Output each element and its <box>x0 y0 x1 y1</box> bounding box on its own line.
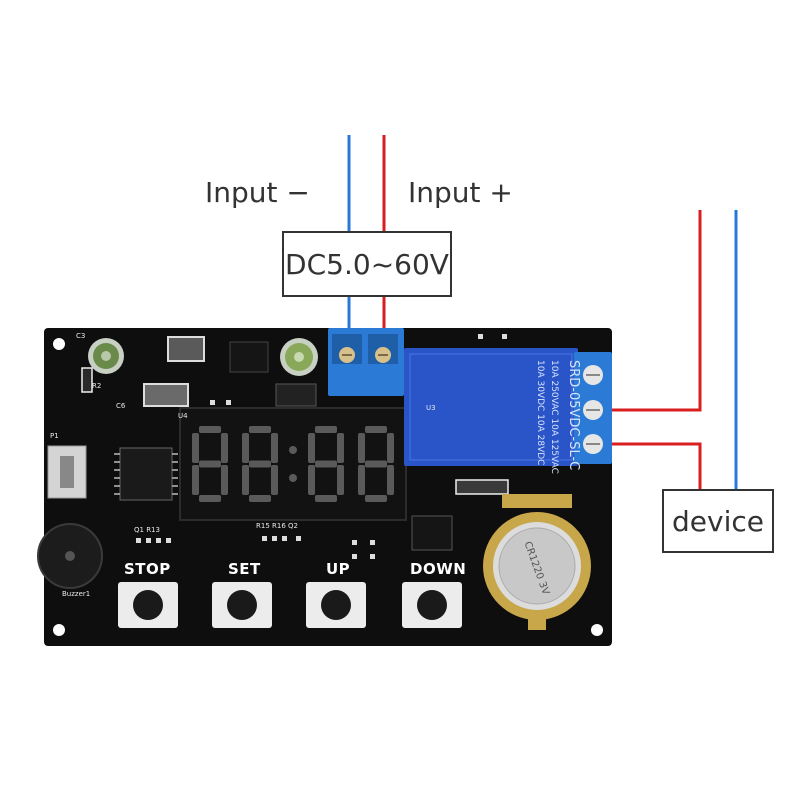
mounting-hole <box>53 624 65 636</box>
regulator-chip <box>229 341 269 373</box>
silk-c3: C3 <box>76 332 86 340</box>
digit-3-segment <box>315 460 337 468</box>
digit-2-segment <box>249 460 271 468</box>
silk-p1: P1 <box>50 432 59 440</box>
battery-text: CR1220 3V <box>522 540 551 596</box>
button-set-label: SET <box>228 560 261 578</box>
digit-1-segment <box>192 465 199 495</box>
digit-3-segment <box>337 433 344 463</box>
digit-4-segment <box>387 465 394 495</box>
button-up-label: UP <box>326 560 351 578</box>
digit-1-segment <box>221 433 228 463</box>
mounting-hole <box>591 624 603 636</box>
digit-4-segment <box>365 426 387 433</box>
buzzer-silk-label: Buzzer1 <box>62 590 91 598</box>
voltage-range-text: DC5.0~60V <box>285 247 449 281</box>
button-stop[interactable] <box>118 582 178 628</box>
inductor <box>167 336 205 362</box>
input-terminal-block <box>328 328 404 396</box>
silk-r15: R15 R16 Q2 <box>256 522 298 530</box>
relay-model-text: SRD-05VDC-SL-C <box>566 360 581 470</box>
digit-2-segment <box>271 433 278 463</box>
button-up[interactable] <box>306 582 366 628</box>
digit-4-segment <box>358 433 365 463</box>
silk-r2: R2 <box>92 382 102 390</box>
digit-1-segment <box>199 495 221 502</box>
digit-4-segment <box>365 495 387 502</box>
relay-markings: SRD-05VDC-SL-C 10A 250VAC 10A 125VAC 10A… <box>535 360 581 474</box>
relay <box>404 348 578 466</box>
digit-2-segment <box>242 433 249 463</box>
input-positive-label: Input + <box>408 176 513 209</box>
crystal <box>455 479 509 495</box>
relay-rating-line2: 10A 30VDC 10A 28VDC <box>535 360 545 465</box>
output-terminal-block <box>574 352 612 464</box>
silk-u3: U3 <box>426 404 436 412</box>
smd-chip <box>275 383 317 407</box>
mounting-hole <box>53 338 65 350</box>
microcontroller-chip <box>119 447 173 501</box>
input-negative-label: Input − <box>205 176 310 209</box>
buzzer <box>37 523 103 589</box>
button-down[interactable] <box>402 582 462 628</box>
button-stop-label: STOP <box>124 560 171 578</box>
digit-2-segment <box>249 495 271 502</box>
relay-com-wire <box>606 210 702 412</box>
capacitor-c1 <box>280 338 318 376</box>
digit-2-segment <box>271 465 278 495</box>
display-colon-dot <box>289 446 297 454</box>
silk-u4: U4 <box>178 412 188 420</box>
diode <box>143 383 189 407</box>
display-digits <box>192 426 394 502</box>
device-live-wire <box>606 442 702 490</box>
digit-4-segment <box>387 433 394 463</box>
device-text: device <box>672 504 764 538</box>
digit-3-segment <box>315 426 337 433</box>
button-down-label: DOWN <box>410 560 467 578</box>
device-box: device <box>662 489 774 553</box>
digit-4-segment <box>358 465 365 495</box>
digit-1-segment <box>192 433 199 463</box>
digit-2-segment <box>242 465 249 495</box>
relay-rating-line1: 10A 250VAC 10A 125VAC <box>549 360 559 474</box>
digit-3-segment <box>337 465 344 495</box>
digit-4-segment <box>365 460 387 468</box>
digit-2-segment <box>249 426 271 433</box>
digit-3-segment <box>308 465 315 495</box>
silk-c6: C6 <box>116 402 126 410</box>
digit-1-segment <box>221 465 228 495</box>
digit-1-segment <box>199 426 221 433</box>
display-colon-dot <box>289 474 297 482</box>
digit-3-segment <box>315 495 337 502</box>
battery-markings: CR1220 3V <box>522 540 551 596</box>
resistor <box>81 367 93 393</box>
voltage-range-box: DC5.0~60V <box>282 231 452 297</box>
digit-3-segment <box>308 433 315 463</box>
silk-q1: Q1 R13 <box>134 526 160 534</box>
button-set[interactable] <box>212 582 272 628</box>
digit-1-segment <box>199 460 221 468</box>
smd-pads <box>136 334 507 559</box>
battery-holder <box>483 494 591 630</box>
rtc-chip <box>411 515 453 551</box>
capacitor-c3 <box>88 338 124 374</box>
